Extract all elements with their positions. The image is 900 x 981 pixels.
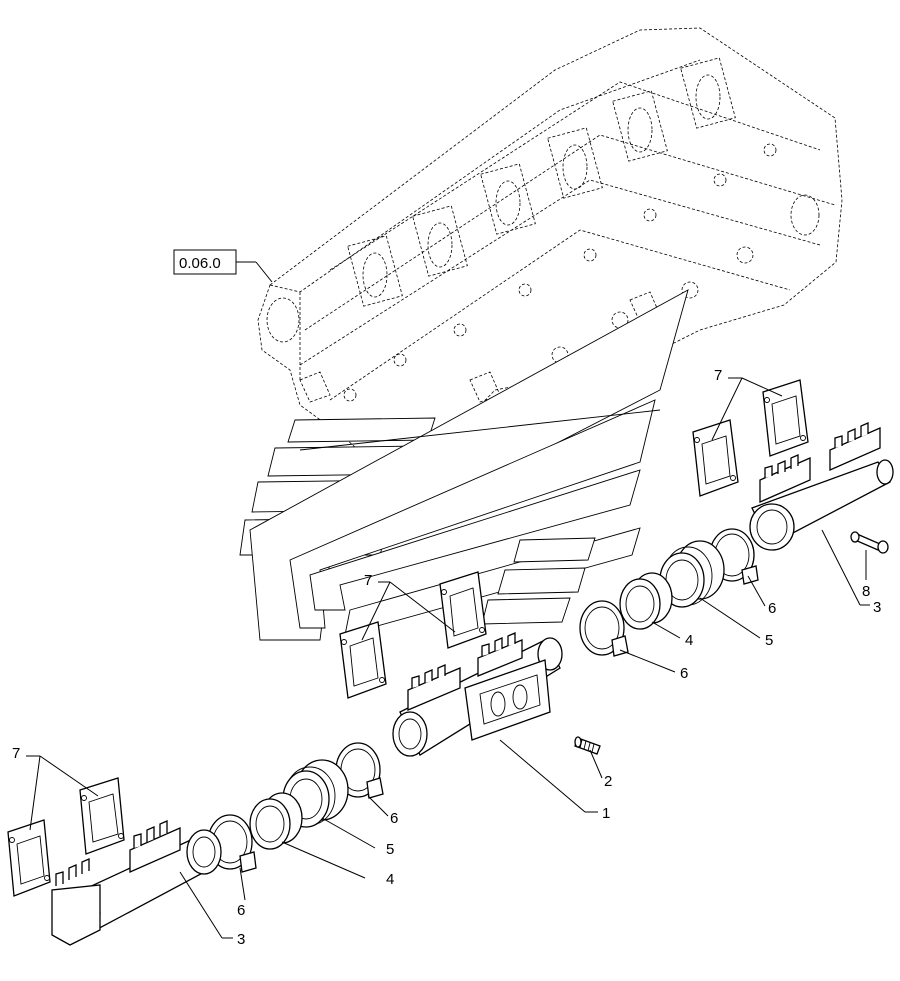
gasket-left-2[interactable] (79, 777, 125, 855)
leader-lines (26, 377, 870, 939)
manifold-end-section-left[interactable] (51, 820, 222, 946)
callout-6-right-upper[interactable]: 6 (768, 600, 776, 617)
callout-5-right[interactable]: 5 (765, 632, 773, 649)
callout-4-right[interactable]: 4 (685, 632, 693, 649)
callout-labels: 7 8 3 6 5 4 6 7 2 1 6 5 4 6 3 7 (12, 367, 881, 948)
gasket-right-1[interactable] (692, 419, 739, 497)
callout-7-center[interactable]: 7 (364, 572, 372, 589)
reference-box[interactable]: 0.06.0 (173, 249, 273, 283)
gasket-right-2[interactable] (762, 379, 809, 457)
callout-3-right[interactable]: 3 (873, 599, 881, 616)
manifold-center-section[interactable] (392, 632, 563, 757)
watermark-logo (239, 289, 689, 641)
stud[interactable] (574, 736, 601, 755)
manifold-end-section-right[interactable] (749, 422, 894, 551)
callout-4-left[interactable]: 4 (386, 871, 394, 888)
callout-7-left[interactable]: 7 (12, 745, 20, 762)
callout-6-left-upper[interactable]: 6 (390, 810, 398, 827)
sleeve-left[interactable] (249, 792, 303, 850)
callout-6-left-lower[interactable]: 6 (237, 902, 245, 919)
clamp-right-lower[interactable] (579, 600, 629, 657)
callout-7-top-right[interactable]: 7 (714, 367, 722, 384)
callout-6-right-lower[interactable]: 6 (680, 665, 688, 682)
bolt[interactable] (850, 531, 889, 554)
callout-5-left[interactable]: 5 (386, 841, 394, 858)
callout-3-left[interactable]: 3 (237, 931, 245, 948)
gasket-center-2[interactable] (439, 571, 487, 649)
callout-8[interactable]: 8 (862, 583, 870, 600)
callout-2[interactable]: 2 (604, 773, 612, 790)
reference-text: 0.06.0 (179, 255, 221, 272)
bellows-right[interactable] (659, 540, 725, 608)
gasket-center-1[interactable] (339, 621, 387, 699)
gasket-left-1[interactable] (7, 819, 51, 897)
callout-1[interactable]: 1 (602, 805, 610, 822)
sleeve-right[interactable] (619, 572, 673, 630)
